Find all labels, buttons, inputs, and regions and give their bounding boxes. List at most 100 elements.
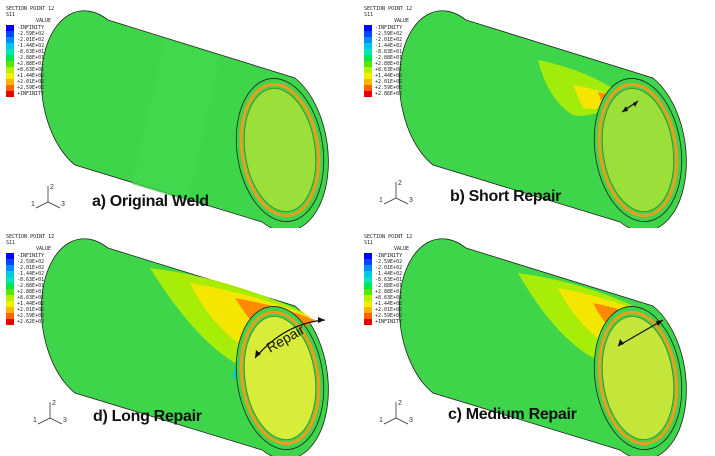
legend-value: -2.01E+02 [375,37,403,43]
legend-value: -2.59E+02 [375,31,403,37]
legend-swatch [6,313,14,319]
legend-value: +2.01E+02 [17,307,45,313]
legend-row: -2.59E+02 [6,31,96,37]
legend-value: +2.59E+02 [17,85,45,91]
triad-axis-2: 2 [50,184,54,191]
legend-row: +1.44E+02 [6,301,96,307]
legend-row: -2.01E+02 [364,37,454,43]
panel-caption: c) Medium Repair [448,406,577,423]
panel-caption: a) Original Weld [92,193,209,210]
legend-swatch [364,253,372,259]
legend-row: +INFINITY [364,319,454,325]
legend-value: +INFINITY [17,91,45,97]
legend-value: -1.44E+02 [17,271,45,277]
legend-value: +2.59E+02 [375,313,403,319]
legend-value: +8.63E+01 [375,67,403,73]
legend-swatch [6,307,14,313]
legend-value: -1.44E+02 [17,43,45,49]
legend-value: -2.01E+02 [17,265,45,271]
legend-row: -2.01E+02 [6,265,96,271]
legend-swatch [364,85,372,91]
legend-value: +2.86E+02 [375,91,403,97]
legend-row: +2.01E+02 [6,307,96,313]
legend-swatch [6,91,14,97]
legend-swatch [6,67,14,73]
axis-triad: 2 1 3 [30,396,70,430]
legend-row: -1.44E+02 [364,271,454,277]
legend-row: +8.63E+01 [364,295,454,301]
legend-row: -1.44E+02 [6,43,96,49]
legend-value: +8.63E+01 [17,295,45,301]
legend-section: SECTION POINT 12 [364,234,413,240]
legend-swatch [364,79,372,85]
legend-value: +2.88E+01 [17,61,45,67]
legend-swatch [364,259,372,265]
legend-value: +1.44E+02 [17,301,45,307]
legend-value: -8.63E+01 [17,277,45,283]
legend-value: +1.44E+02 [375,301,403,307]
legend-var: S11 [6,12,16,18]
legend-value: -INFINITY [17,253,45,259]
legend-swatch [6,79,14,85]
triad-axis-1: 1 [31,201,35,208]
legend-section: SECTION POINT 12 [6,234,55,240]
legend-value: +2.01E+02 [17,79,45,85]
legend-row: -INFINITY [6,253,96,259]
triad-axis-1: 1 [379,417,383,424]
legend-swatch [6,295,14,301]
legend-swatch [364,265,372,271]
legend-swatch [6,37,14,43]
legend-swatch [364,301,372,307]
legend-swatch [6,271,14,277]
legend-rows: -INFINITY-2.59E+02-2.01E+02-1.44E+02-8.6… [364,253,454,325]
legend-var: S11 [364,240,374,246]
legend-swatch [364,277,372,283]
legend-value: -1.44E+02 [375,271,403,277]
legend-row: +2.59E+02 [364,85,454,91]
legend: SECTION POINT 12 S11 VALUE -INFINITY-2.5… [364,6,454,97]
cylinder-short-repair [398,10,687,228]
legend-row: +8.63E+01 [364,67,454,73]
legend: SECTION POINT 12 S11 VALUE -INFINITY-2.5… [364,234,454,325]
legend-swatch [6,55,14,61]
legend-value-label: VALUE [36,246,52,252]
panel-short-repair: SECTION POINT 12 S11 VALUE -INFINITY-2.5… [358,0,715,228]
legend-swatch [364,319,372,325]
legend-row: -2.59E+02 [364,259,454,265]
legend-value: +2.59E+02 [17,313,45,319]
legend-value: -INFINITY [17,25,45,31]
legend-row: +2.59E+02 [6,85,96,91]
legend-swatch [364,25,372,31]
legend-value-label: VALUE [36,18,52,24]
legend-row: -8.63E+01 [6,277,96,283]
legend-value: +8.63E+01 [17,67,45,73]
legend-value: -8.63E+01 [375,277,403,283]
legend-swatch [364,61,372,67]
legend-row: -INFINITY [364,25,454,31]
triad-axis-1: 1 [33,417,37,424]
panel-original-weld: SECTION POINT 12 S11 VALUE -INFINITY-2.5… [0,0,357,228]
legend-value: +2.88E+01 [17,289,45,295]
legend-row: +1.44E+02 [6,73,96,79]
legend-row: -8.63E+01 [6,49,96,55]
legend-row: -2.88E+01 [6,283,96,289]
panel-long-repair: Repair SECTION POINT 12 S11 VALUE -INFIN… [0,228,357,456]
legend-rows: -INFINITY-2.59E+02-2.01E+02-1.44E+02-8.6… [6,253,96,325]
legend-value: -8.63E+01 [375,49,403,55]
legend-value: +2.59E+02 [375,85,403,91]
legend-swatch [6,31,14,37]
legend-swatch [364,307,372,313]
legend-row: -INFINITY [6,25,96,31]
legend: SECTION POINT 12 S11 VALUE -INFINITY-2.5… [6,6,96,97]
legend-row: +1.44E+02 [364,73,454,79]
legend-swatch [364,73,372,79]
legend-swatch [364,55,372,61]
legend-value: -8.63E+01 [17,49,45,55]
legend-value: +2.01E+02 [375,79,403,85]
legend-value-label: VALUE [394,246,410,252]
legend-row: -1.44E+02 [6,271,96,277]
legend-swatch [364,37,372,43]
legend-value: +2.01E+02 [375,307,403,313]
legend-rows: -INFINITY-2.59E+02-2.01E+02-1.44E+02-8.6… [6,25,96,97]
legend-swatch [364,91,372,97]
